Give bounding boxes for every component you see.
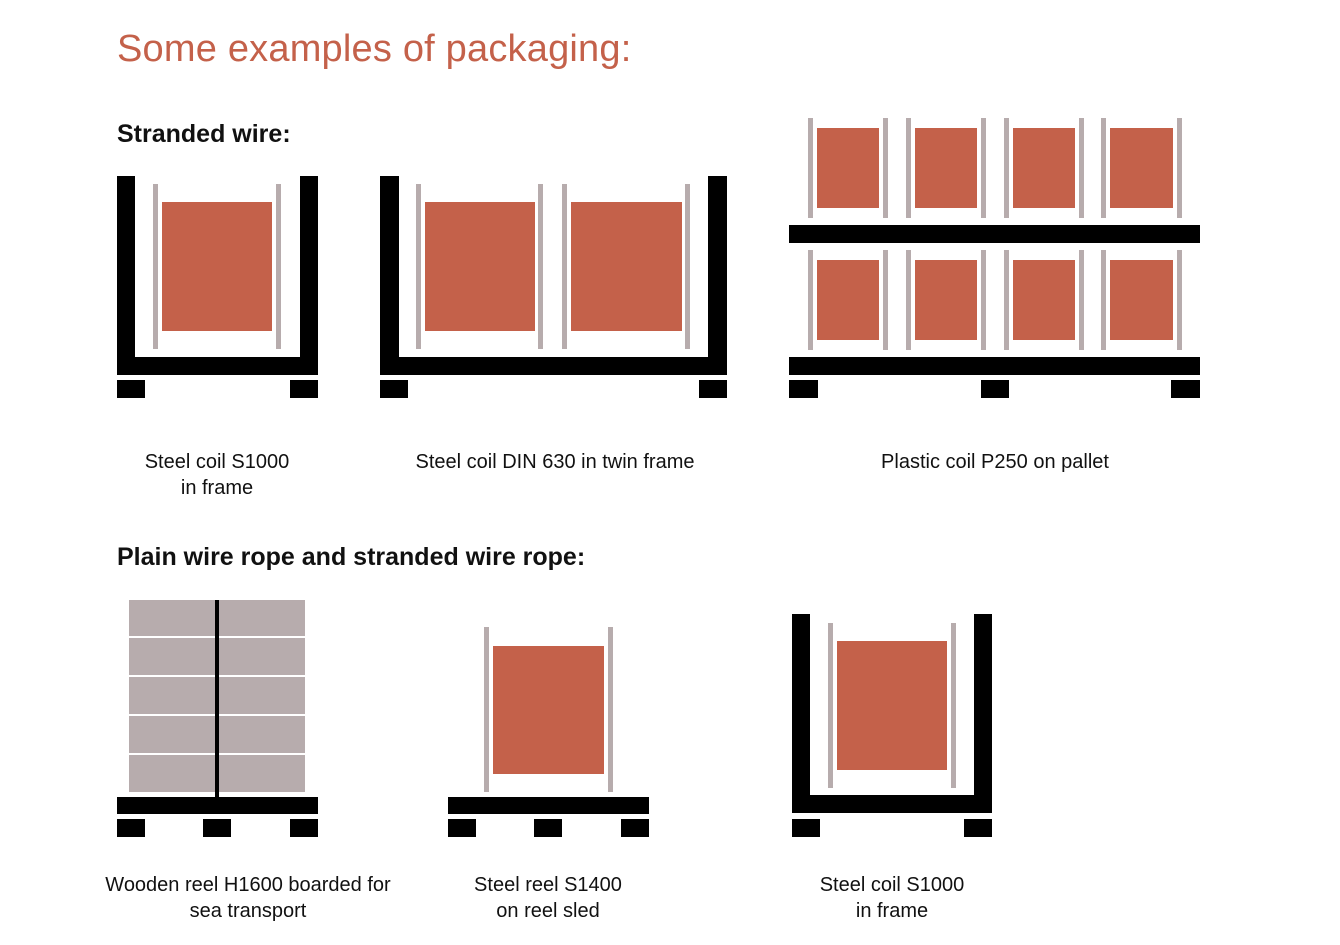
coil-flange	[906, 118, 911, 218]
frame-foot-right	[699, 380, 727, 398]
caption-steel-coil-s1000-frame: Steel coil S1000 in frame	[87, 449, 347, 501]
caption-line: on reel sled	[496, 900, 600, 922]
frame-foot-left	[792, 819, 820, 837]
sled-deck	[117, 797, 318, 814]
steel-coil	[571, 202, 682, 331]
coil-flange	[808, 118, 813, 218]
sled-foot	[203, 819, 231, 837]
coil-flange	[1079, 250, 1084, 350]
pallet-foot	[981, 380, 1009, 398]
coil-flange-left	[828, 623, 833, 788]
plastic-coil	[1110, 260, 1173, 340]
pallet-separator-board	[789, 225, 1200, 243]
frame-base	[380, 357, 727, 375]
plastic-coil	[817, 260, 879, 340]
pallet-deck	[789, 357, 1200, 375]
steel-coil-s1000-frame-illustration	[117, 176, 318, 398]
sled-foot	[290, 819, 318, 837]
frame-right-post	[300, 176, 318, 375]
steel-coil	[425, 202, 535, 331]
steel-coil	[837, 641, 947, 770]
section-heading-wire-rope: Plain wire rope and stranded wire rope:	[117, 543, 586, 571]
frame-base	[117, 357, 318, 375]
reel-flange-left	[484, 627, 489, 792]
twin-frame-illustration	[380, 176, 727, 398]
steel-reel	[493, 646, 604, 774]
sled-foot	[534, 819, 562, 837]
plastic-coil-pallet-illustration	[789, 118, 1200, 398]
plastic-coil	[1013, 260, 1075, 340]
caption-line: Steel coil S1000	[819, 874, 965, 896]
coil-flange	[1004, 118, 1009, 218]
pallet-foot	[789, 380, 818, 398]
frame-right-post	[708, 176, 727, 375]
coil-flange	[906, 250, 911, 350]
sled-foot	[448, 819, 476, 837]
reel-center-strap	[215, 600, 219, 798]
caption-line: Plastic coil P250 on pallet	[881, 451, 1109, 473]
frame-left-post	[380, 176, 399, 375]
coil-flange	[538, 184, 543, 349]
plastic-coil	[1013, 128, 1075, 208]
wooden-reel-boarded-illustration	[117, 600, 318, 837]
frame-left-post	[792, 614, 810, 813]
caption-line: in frame	[180, 477, 254, 499]
pallet-foot	[1171, 380, 1200, 398]
coil-flange	[562, 184, 567, 349]
frame-foot-left	[380, 380, 408, 398]
coil-flange	[883, 250, 888, 350]
section-heading-stranded-wire: Stranded wire:	[117, 120, 291, 148]
caption-steel-coil-din630: Steel coil DIN 630 in twin frame	[385, 449, 725, 475]
caption-line: sea transport	[189, 900, 307, 922]
coil-flange	[1079, 118, 1084, 218]
frame-foot-right	[290, 380, 318, 398]
frame-right-post	[974, 614, 992, 813]
coil-flange	[883, 118, 888, 218]
page-title: Some examples of packaging:	[117, 28, 632, 70]
sled-deck	[448, 797, 649, 814]
caption-line: Steel coil DIN 630 in twin frame	[415, 451, 695, 473]
reel-flange-right	[608, 627, 613, 792]
plastic-coil	[1110, 128, 1173, 208]
caption-line: Steel coil S1000	[144, 451, 290, 473]
coil-flange	[416, 184, 421, 349]
coil-flange	[981, 250, 986, 350]
plastic-coil	[915, 260, 977, 340]
sled-foot	[117, 819, 145, 837]
caption-wooden-reel-h1600: Wooden reel H1600 boarded for sea transp…	[88, 872, 408, 924]
caption-plastic-coil-p250: Plastic coil P250 on pallet	[830, 449, 1160, 475]
coil-flange-right	[951, 623, 956, 788]
steel-coil	[162, 202, 272, 331]
coil-flange	[1101, 118, 1106, 218]
steel-coil-s1000-frame-illustration-2	[792, 614, 992, 837]
plastic-coil	[915, 128, 977, 208]
coil-flange-right	[276, 184, 281, 349]
coil-flange	[1004, 250, 1009, 350]
caption-steel-coil-s1000-frame-2: Steel coil S1000 in frame	[762, 872, 1022, 924]
frame-foot-left	[117, 380, 145, 398]
coil-flange	[1177, 118, 1182, 218]
plastic-coil	[817, 128, 879, 208]
frame-base	[792, 795, 992, 813]
caption-line: in frame	[855, 900, 929, 922]
frame-foot-right	[964, 819, 992, 837]
caption-steel-reel-s1400: Steel reel S1400 on reel sled	[418, 872, 678, 924]
coil-flange	[1101, 250, 1106, 350]
sled-foot	[621, 819, 649, 837]
coil-flange-left	[153, 184, 158, 349]
coil-flange	[808, 250, 813, 350]
caption-line: Wooden reel H1600 boarded for	[105, 874, 391, 896]
caption-line: Steel reel S1400	[474, 874, 622, 896]
steel-reel-sled-illustration	[448, 627, 649, 837]
coil-flange	[685, 184, 690, 349]
frame-left-post	[117, 176, 135, 375]
coil-flange	[981, 118, 986, 218]
coil-flange	[1177, 250, 1182, 350]
